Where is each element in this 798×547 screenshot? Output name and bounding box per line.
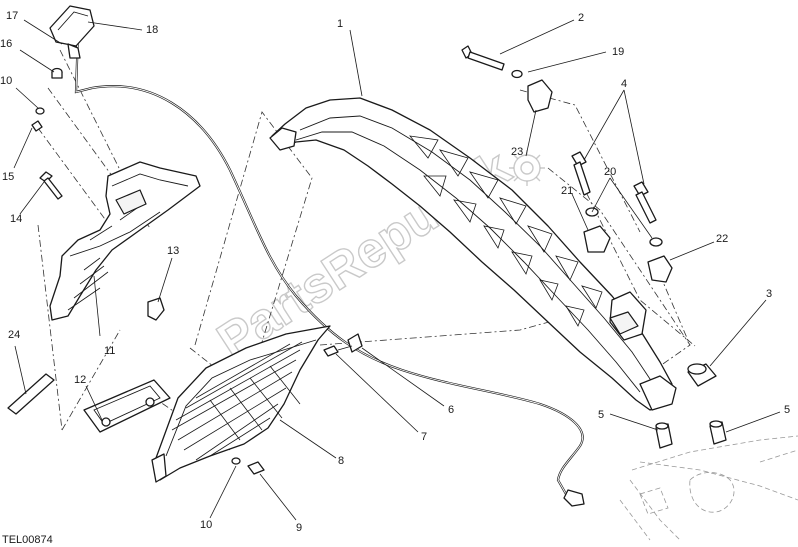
callout-5-right: 5 — [784, 404, 790, 416]
part-13-grommet — [147, 297, 165, 321]
callout-19: 19 — [612, 46, 624, 58]
parts-6-7-clip-screw — [323, 333, 363, 357]
part-23-bracket — [527, 79, 553, 113]
callout-4: 4 — [621, 78, 627, 90]
callout-10-lower: 10 — [200, 519, 212, 531]
callout-12: 12 — [74, 374, 86, 386]
callout-15: 15 — [2, 171, 14, 183]
reference-code: TEL00874 — [2, 534, 53, 546]
part-24-reflector — [7, 373, 55, 415]
callout-8: 8 — [338, 455, 344, 467]
parts-9-10-lower-hardware — [231, 457, 265, 475]
part-2-bolt — [461, 45, 505, 71]
callout-6: 6 — [448, 404, 454, 416]
callout-22: 22 — [716, 233, 728, 245]
callout-23: 23 — [511, 146, 523, 158]
part-3-spacer — [687, 363, 717, 387]
callout-10-upper: 10 — [0, 75, 12, 87]
part-8-mudguard — [151, 325, 331, 483]
callout-18: 18 — [146, 24, 158, 36]
callout-1: 1 — [337, 18, 343, 30]
callout-9: 9 — [296, 522, 302, 534]
callout-13: 13 — [167, 245, 179, 257]
part-1-rear-frame — [269, 97, 677, 411]
callout-14: 14 — [10, 213, 22, 225]
small-hardware-upper-left — [31, 67, 63, 132]
callout-11: 11 — [104, 345, 115, 357]
callout-17: 17 — [6, 10, 18, 22]
callout-21: 21 — [561, 185, 573, 197]
callout-leaders — [13, 19, 781, 521]
callout-3: 3 — [766, 288, 772, 300]
reference-frame-section — [619, 435, 798, 541]
callout-labels: 1 2 3 4 5 5 6 7 8 9 10 10 11 12 13 14 15… — [0, 10, 790, 534]
callout-7: 7 — [421, 431, 427, 443]
part-5-bushings — [655, 420, 727, 449]
part-19-washer — [511, 69, 523, 79]
part-4-screws — [571, 151, 657, 224]
parts-20-21-22-blocks — [583, 207, 673, 283]
callout-5-left: 5 — [598, 409, 604, 421]
part-12-light-lens — [83, 379, 171, 433]
part-14-screw — [39, 171, 63, 200]
callout-20: 20 — [604, 166, 616, 178]
wiring-cable — [74, 31, 585, 507]
callout-2: 2 — [578, 12, 584, 24]
part-11-plate-holder — [49, 161, 201, 321]
callout-24: 24 — [8, 329, 20, 341]
callout-16: 16 — [0, 38, 12, 50]
part-18-plate-light — [49, 5, 95, 59]
